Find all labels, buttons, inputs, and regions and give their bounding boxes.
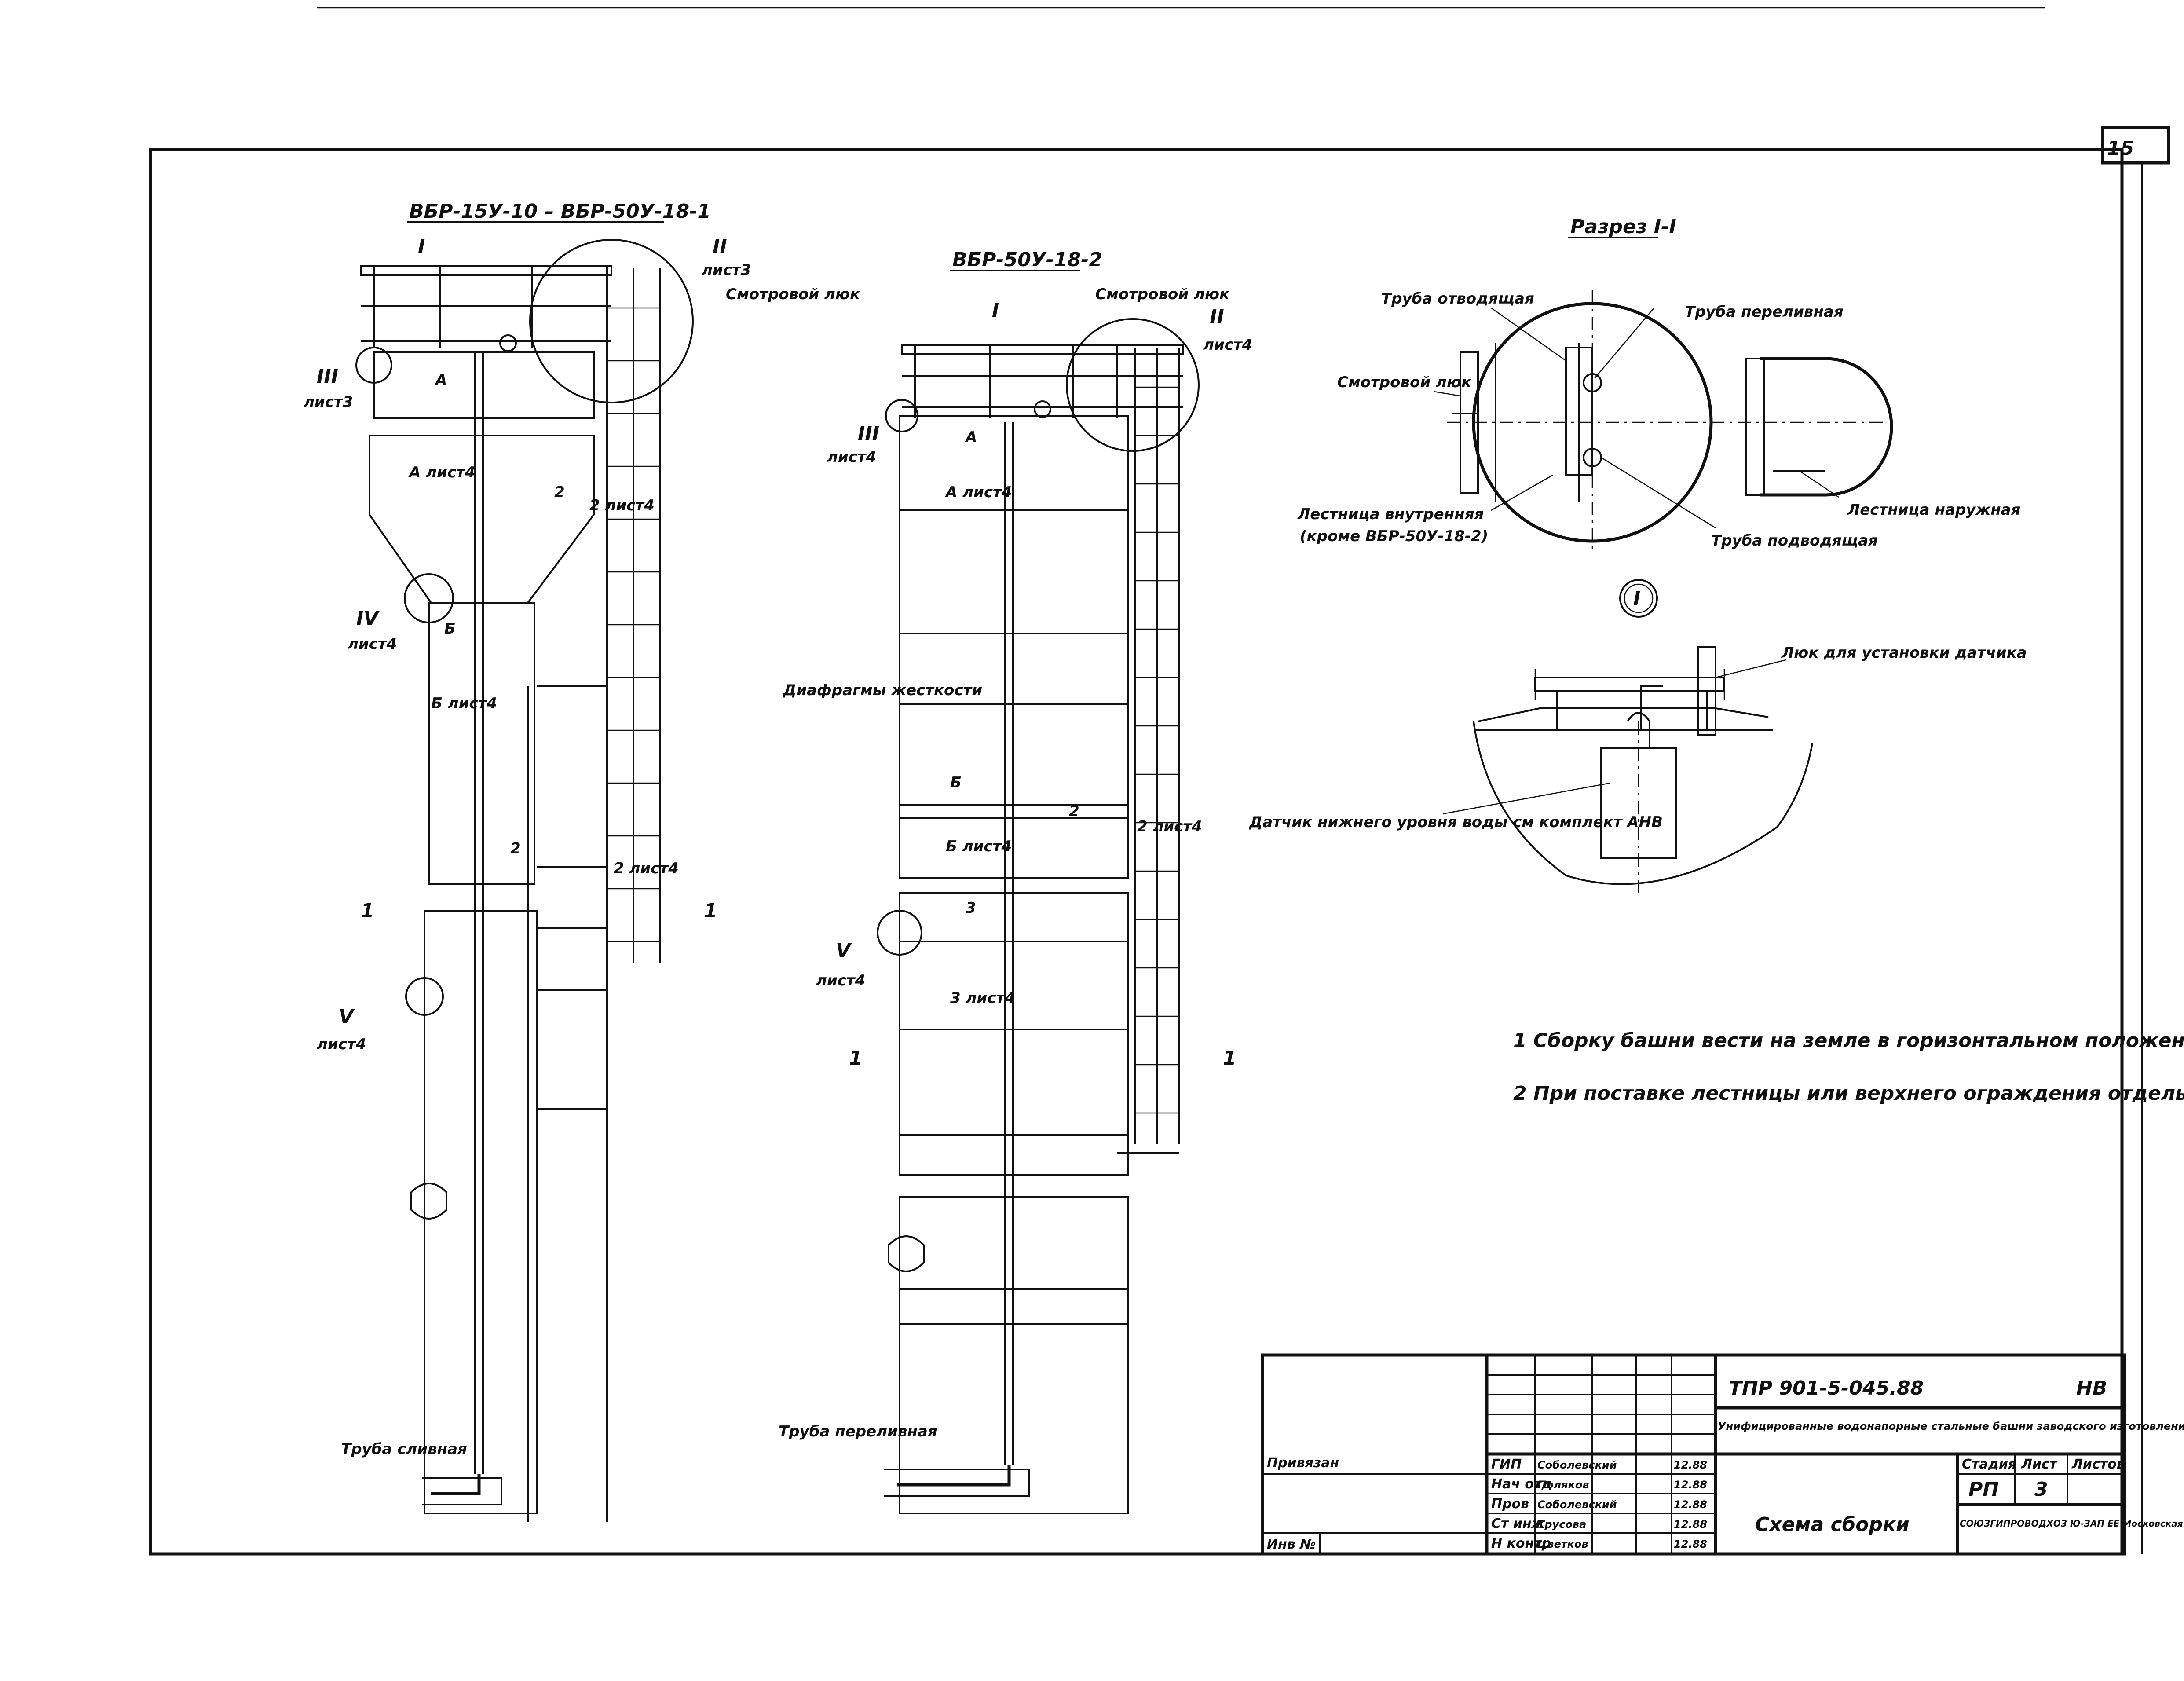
sheet-number: 15	[2107, 137, 2134, 160]
sheet-value: 3	[2034, 1478, 2048, 1501]
signer-name-1: Поляков	[1537, 1479, 1589, 1491]
note-2: 2 При поставке лестницы или верхнего огр…	[1513, 1082, 2184, 1105]
signer-date-1: 12.88	[1674, 1479, 1707, 1491]
section-view: Разрез I-I	[1434, 216, 1893, 550]
signer-date-2: 12.88	[1674, 1498, 1707, 1511]
left-tower-view: ВБР-15У-10 – ВБР-50У-18-1	[355, 200, 711, 1522]
low-level-sensor-label: Датчик нижнего уровня воды см комплект А…	[1249, 813, 1663, 831]
inventory-label: Инв №	[1267, 1537, 1316, 1552]
left-callout-A-sheet: А лист4	[408, 464, 475, 481]
sheets-header: Листов	[2071, 1457, 2125, 1472]
sheet-header: Лист	[2021, 1457, 2058, 1472]
note-1: 1 Сборку башни вести на земле в горизонт…	[1513, 1029, 2184, 1052]
middle-inspection-hatch-label: Смотровой люк	[1095, 286, 1230, 303]
middle-callout-2-sheet: 2 лист4	[1137, 818, 1202, 835]
left-callout-2-lower: 2	[510, 840, 521, 857]
overflow-pipe-label: Труба переливная	[779, 1423, 937, 1440]
signer-role-4: Н контр	[1491, 1536, 1551, 1551]
middle-callout-B-sheet: Б лист4	[946, 838, 1012, 855]
middle-section-cut-right: 1	[1223, 1047, 1237, 1069]
signer-role-1: Нач отд	[1491, 1476, 1552, 1492]
signer-role-0: ГИП	[1491, 1457, 1522, 1472]
middle-view-title: ВБР-50У-18-2	[952, 249, 1102, 271]
left-callout-2-upper-sheet: 2 лист4	[589, 497, 655, 514]
section-hatch-label: Смотровой люк	[1337, 374, 1472, 391]
left-callout-IV: IV	[356, 607, 380, 630]
left-callout-V: V	[339, 1005, 355, 1028]
left-callout-I: I	[418, 235, 425, 258]
middle-section-cut-left: 1	[849, 1047, 863, 1069]
sensor-hatch-label: Люк для установки датчика	[1781, 644, 2027, 662]
middle-callout-V: V	[836, 939, 852, 962]
section-supply-pipe-label: Труба подводящая	[1711, 532, 1878, 549]
middle-callout-A-sheet: А лист4	[944, 483, 1012, 501]
signer-date-3: 12.88	[1674, 1518, 1707, 1531]
signer-role-3: Ст инж	[1491, 1516, 1545, 1531]
document-type: НВ	[2076, 1377, 2107, 1399]
left-callout-II: II	[713, 235, 727, 258]
section-title: Разрез I-I	[1570, 216, 1676, 238]
middle-callout-III-sheet: лист4	[827, 448, 876, 466]
stage-value: РП	[1968, 1478, 1999, 1501]
left-callout-II-sheet: лист3	[702, 261, 751, 279]
notes-block: 1 Сборку башни вести на земле в горизонт…	[1513, 1029, 2184, 1105]
middle-callout-B: Б	[950, 774, 962, 791]
signer-date-0: 12.88	[1674, 1459, 1707, 1471]
left-callout-B-sheet: Б лист4	[431, 695, 497, 712]
middle-callout-2: 2	[1069, 802, 1079, 820]
middle-callout-II: II	[1210, 306, 1224, 328]
left-callout-2-lower-sheet: 2 лист4	[614, 860, 679, 877]
signer-name-0: Соболевский	[1537, 1459, 1617, 1471]
left-callout-B: Б	[444, 620, 456, 637]
middle-callout-I: I	[992, 299, 999, 322]
left-section-cut-left: 1	[361, 900, 374, 922]
middle-callout-III: III	[858, 422, 879, 445]
signer-date-4: 12.88	[1674, 1538, 1707, 1550]
signer-role-2: Пров	[1491, 1496, 1529, 1512]
signer-name-2: Соболевский	[1537, 1498, 1617, 1511]
section-outlet-pipe-label: Труба отводящая	[1381, 290, 1534, 308]
left-callout-A: А	[434, 371, 447, 389]
left-callout-III-sheet: лист3	[304, 393, 353, 411]
middle-callout-A: А	[964, 428, 977, 446]
middle-callout-3: 3	[966, 899, 976, 917]
signer-name-3: Трусова	[1537, 1518, 1586, 1531]
organization: СОЮЗГИПРОВОДХОЗ Ю-ЗАП ЕЕ Московская г. М…	[1960, 1518, 2184, 1529]
middle-callout-3-sheet: 3 лист4	[950, 989, 1015, 1007]
title-block	[1261, 1353, 2126, 1556]
section-inner-ladder-note: (кроме ВБР-50У-18-2)	[1300, 527, 1488, 545]
project-code: ТПР 901-5-045.88	[1729, 1377, 1924, 1399]
detail-I-view	[1442, 579, 1813, 897]
middle-callout-II-sheet: лист4	[1203, 336, 1252, 354]
detail-I-marker: I	[1633, 587, 1640, 610]
left-view-title: ВБР-15У-10 – ВБР-50У-18-1	[409, 200, 711, 223]
middle-tower-view: ВБР-50У-18-2	[877, 249, 1200, 1514]
drawing-title: Схема сборки	[1755, 1513, 1910, 1536]
left-callout-IV-sheet: лист4	[348, 635, 397, 653]
stiffening-diaphragms-label: Диафрагмы жесткости	[783, 681, 982, 699]
signer-name-4: Цветков	[1537, 1538, 1588, 1550]
left-callout-V-sheet: лист4	[317, 1036, 366, 1053]
middle-callout-V-sheet: лист4	[816, 972, 865, 989]
project-description: Унифицированные водонапорные стальные ба…	[1718, 1420, 2184, 1432]
sheet-frame	[149, 7, 2170, 1556]
left-callout-III: III	[317, 365, 338, 388]
stage-header: Стадия	[1962, 1457, 2016, 1472]
left-inspection-hatch-label: Смотровой люк	[726, 286, 860, 303]
left-section-cut-right: 1	[704, 900, 717, 922]
left-callout-2-upper: 2	[554, 483, 565, 501]
section-overflow-pipe-label: Труба переливная	[1685, 303, 1844, 321]
drain-pipe-label: Труба сливная	[341, 1440, 467, 1458]
section-inner-ladder-label: Лестница внутренняя	[1297, 505, 1484, 523]
section-outer-ladder-label: Лестница наружная	[1847, 501, 2021, 519]
attached-label: Привязан	[1267, 1455, 1339, 1471]
